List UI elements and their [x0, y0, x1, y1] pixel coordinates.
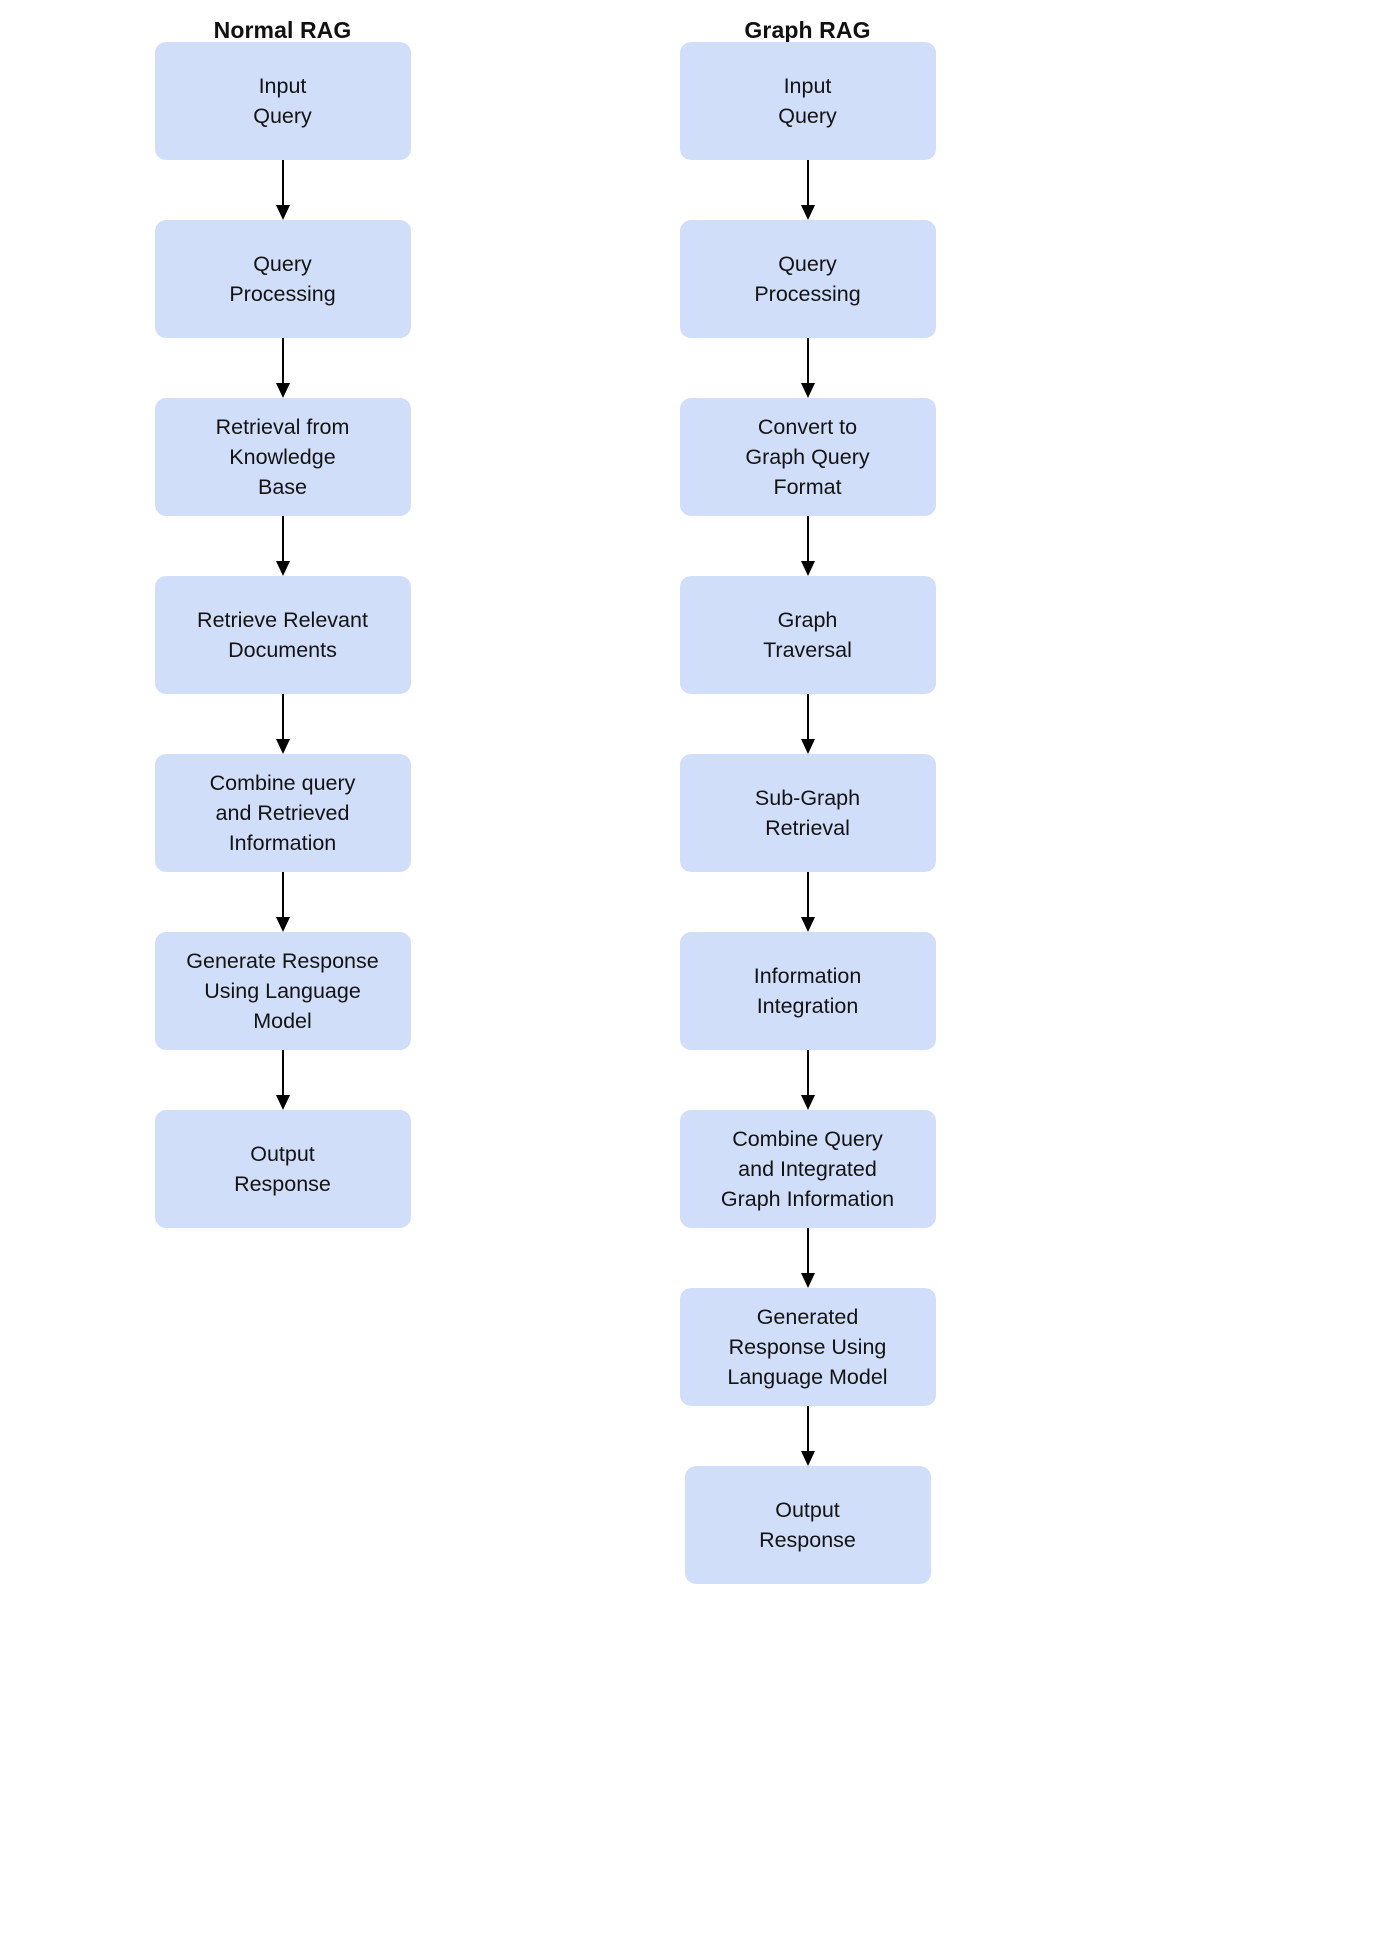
column-title-normal-rag: Normal RAG	[213, 17, 352, 43]
arrow-down-icon	[800, 516, 815, 576]
arrow-down-icon	[800, 1050, 815, 1110]
node-label: Combine Query and Integrated Graph Infor…	[720, 1127, 895, 1211]
arrow-down-icon	[275, 694, 290, 754]
node-label: Graph Traversal	[763, 608, 852, 662]
node-label: Generated Response Using Language Model	[727, 1305, 888, 1389]
arrow-down-icon	[275, 1050, 290, 1110]
node-label: Input Query	[253, 74, 312, 128]
node-label: Input Query	[778, 74, 837, 128]
column-title-graph-rag: Graph RAG	[744, 17, 871, 43]
node-combine-query-and-integrated-graph-information[interactable]: Combine Query and Integrated Graph Infor…	[679, 1110, 936, 1228]
node-label: Output Response	[759, 1498, 856, 1552]
arrow-down-icon	[800, 160, 815, 220]
node-input-query[interactable]: Input Query	[679, 42, 936, 160]
node-generated-response-using-language-model[interactable]: Generated Response Using Language Model	[679, 1288, 936, 1406]
node-label: Retrieve Relevant Documents	[197, 608, 368, 662]
node-query-processing[interactable]: Query Processing	[679, 220, 936, 338]
node-label: Sub-Graph Retrieval	[754, 786, 861, 840]
arrow-down-icon	[800, 1406, 815, 1466]
arrow-down-icon	[800, 1228, 815, 1288]
arrow-down-icon	[275, 338, 290, 398]
node-convert-to-graph-query-format[interactable]: Convert to Graph Query Format	[679, 398, 936, 516]
node-label: Convert to Graph Query Format	[745, 415, 870, 499]
node-label: Retrieval from Knowledge Base	[215, 415, 350, 499]
flow-normal-rag: Input Query Query Processing Retrieval f…	[154, 42, 411, 1228]
node-input-query[interactable]: Input Query	[154, 42, 411, 160]
flow-graph-rag: Input Query Query Processing Convert to …	[679, 42, 936, 1584]
node-generate-response-using-language-model[interactable]: Generate Response Using Language Model	[154, 932, 411, 1050]
node-output-response[interactable]: Output Response	[684, 1466, 931, 1584]
arrow-down-icon	[800, 694, 815, 754]
node-label: Combine query and Retrieved Information	[209, 771, 356, 855]
arrow-down-icon	[800, 872, 815, 932]
arrow-down-icon	[800, 338, 815, 398]
arrow-down-icon	[275, 160, 290, 220]
node-information-integration[interactable]: Information Integration	[679, 932, 936, 1050]
node-output-response[interactable]: Output Response	[154, 1110, 411, 1228]
column-normal-rag: Normal RAG Input Query Query Processing …	[25, 0, 540, 1228]
node-label: Generate Response Using Language Model	[186, 949, 379, 1033]
node-combine-query-and-retrieved-information[interactable]: Combine query and Retrieved Information	[154, 754, 411, 872]
arrow-down-icon	[275, 872, 290, 932]
node-label: Query Processing	[754, 252, 861, 306]
node-sub-graph-retrieval[interactable]: Sub-Graph Retrieval	[679, 754, 936, 872]
node-retrieve-relevant-documents[interactable]: Retrieve Relevant Documents	[154, 576, 411, 694]
node-query-processing[interactable]: Query Processing	[154, 220, 411, 338]
node-label: Information Integration	[753, 964, 862, 1018]
node-graph-traversal[interactable]: Graph Traversal	[679, 576, 936, 694]
node-label: Query Processing	[229, 252, 336, 306]
arrow-down-icon	[275, 516, 290, 576]
column-graph-rag: Graph RAG Input Query Query Processing C…	[550, 0, 1065, 1584]
node-retrieval-from-knowledge-base[interactable]: Retrieval from Knowledge Base	[154, 398, 411, 516]
node-label: Output Response	[234, 1142, 331, 1196]
